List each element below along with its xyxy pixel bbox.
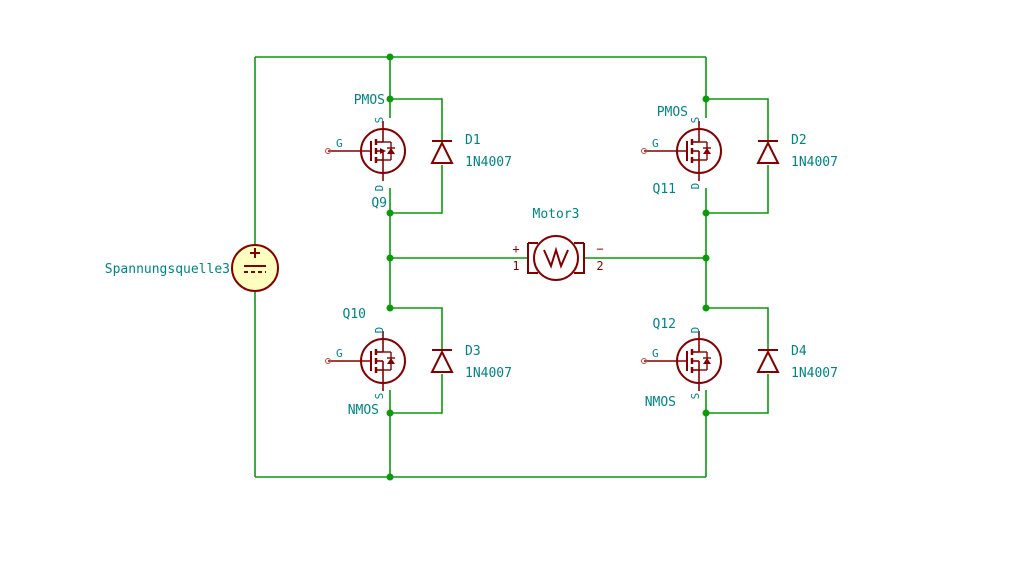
transistor-value-label: PMOS	[657, 105, 688, 120]
drain-pin-label: D	[373, 327, 386, 334]
motor-pin2-number: 2	[596, 259, 603, 273]
junction-dot	[702, 95, 710, 103]
motor-winding-icon	[543, 246, 569, 269]
diode-triangle	[756, 140, 780, 164]
source-pin-label: S	[373, 117, 386, 124]
transistor-value-label: NMOS	[645, 395, 676, 410]
motor[interactable]: Motor3 1 2 + −	[512, 207, 604, 281]
diode-triangle	[756, 349, 780, 373]
voltage-source[interactable]: Spannungsquelle3	[105, 244, 279, 292]
transistor-ref-label: Q10	[343, 307, 366, 322]
voltage-source-body	[231, 244, 279, 292]
diode-value-label: 1N4007	[791, 155, 838, 170]
transistor-q10[interactable]: G D S Q10 NMOS	[325, 307, 407, 418]
source-pin-label: S	[373, 393, 386, 400]
wires	[254, 56, 769, 478]
drain-pin-label: D	[689, 327, 702, 334]
source-ref-label: Spannungsquelle3	[105, 262, 230, 277]
wire-d4-branch	[706, 307, 769, 414]
mosfet-symbol	[326, 329, 407, 393]
gate-terminal[interactable]	[325, 358, 331, 364]
junction-dot	[702, 209, 710, 217]
diode-triangle	[430, 349, 454, 373]
junction-dot	[386, 95, 394, 103]
junction-dot	[386, 209, 394, 217]
gate-terminal[interactable]	[641, 358, 647, 364]
drain-pin-label: D	[689, 183, 702, 190]
mosfet-symbol	[326, 119, 407, 183]
motor-frame	[527, 242, 538, 274]
gate-pin-label: G	[336, 137, 343, 150]
junction-dot	[386, 473, 394, 481]
diode-d2[interactable]: D2 1N4007	[756, 133, 838, 170]
motor-plus-sign: +	[512, 242, 519, 256]
transistor-ref-label: Q9	[371, 196, 387, 211]
gate-terminal[interactable]	[325, 148, 331, 154]
mosfet-symbol	[642, 329, 723, 393]
diode-ref-label: D1	[465, 133, 481, 148]
diode-d1[interactable]: D1 1N4007	[430, 133, 512, 170]
source-pin-label: S	[689, 393, 702, 400]
junctions	[386, 53, 710, 481]
motor-ref-label: Motor3	[533, 207, 580, 222]
drain-pin-label: D	[373, 185, 386, 192]
motor-body	[533, 235, 579, 281]
gate-pin-label: G	[652, 347, 659, 360]
junction-dot	[702, 304, 710, 312]
junction-dot	[386, 409, 394, 417]
transistor-ref-label: Q11	[653, 182, 676, 197]
transistor-q11[interactable]: G S D PMOS Q11	[641, 105, 723, 197]
wire-d3-branch	[390, 307, 443, 414]
motor-minus-sign: −	[596, 242, 603, 256]
motor-pin1-number: 1	[512, 259, 519, 273]
junction-dot	[386, 304, 394, 312]
diode-d4[interactable]: D4 1N4007	[756, 344, 838, 381]
transistor-value-label: NMOS	[348, 403, 379, 418]
diode-ref-label: D2	[791, 133, 807, 148]
mosfet-symbol	[642, 119, 723, 183]
transistor-ref-label: Q12	[653, 317, 676, 332]
diode-ref-label: D3	[465, 344, 481, 359]
gate-terminal[interactable]	[641, 148, 647, 154]
transistor-q9[interactable]: G S D PMOS Q9	[325, 93, 407, 211]
diode-ref-label: D4	[791, 344, 807, 359]
junction-dot	[386, 254, 394, 262]
diode-value-label: 1N4007	[791, 366, 838, 381]
diode-triangle	[430, 140, 454, 164]
source-pin-label: S	[689, 117, 702, 124]
transistor-q12[interactable]: G D S Q12 NMOS	[641, 317, 723, 410]
wire-d2-branch	[706, 98, 769, 214]
wire-d1-branch	[390, 98, 443, 214]
junction-dot	[702, 254, 710, 262]
diode-d3[interactable]: D3 1N4007	[430, 344, 512, 381]
gate-pin-label: G	[336, 347, 343, 360]
motor-frame	[574, 242, 585, 274]
diode-value-label: 1N4007	[465, 155, 512, 170]
junction-dot	[386, 53, 394, 61]
transistor-value-label: PMOS	[354, 93, 385, 108]
diode-value-label: 1N4007	[465, 366, 512, 381]
junction-dot	[702, 409, 710, 417]
gate-pin-label: G	[652, 137, 659, 150]
